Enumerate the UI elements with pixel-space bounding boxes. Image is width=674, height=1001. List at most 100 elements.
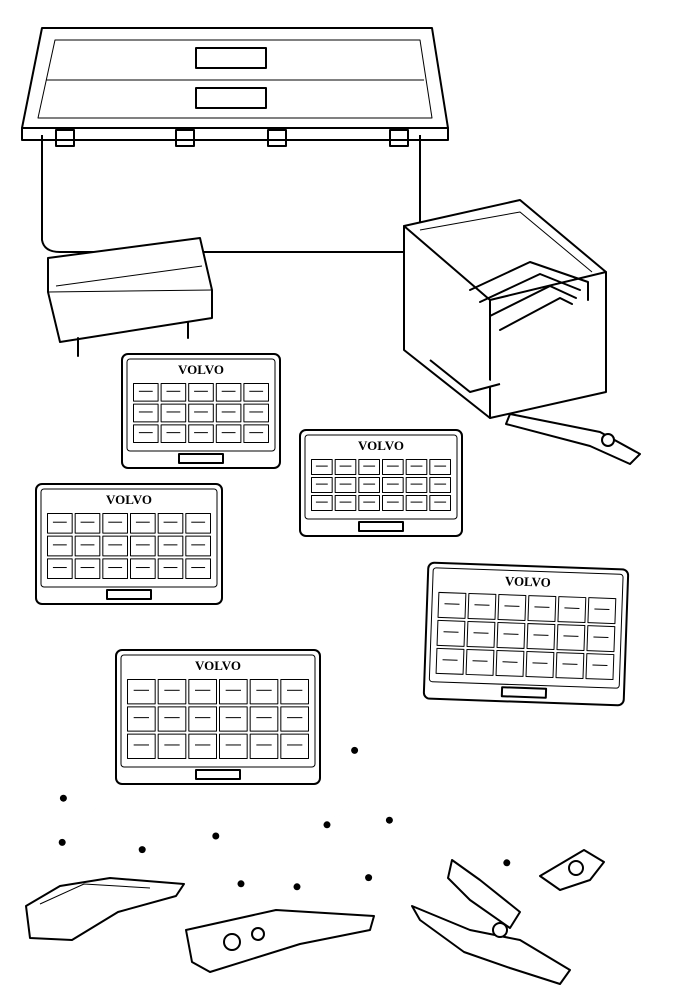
release-tool <box>44 764 106 814</box>
strip-tool <box>539 849 605 891</box>
compartment <box>160 424 187 444</box>
compartment <box>557 596 587 624</box>
compartment <box>243 383 269 402</box>
compartment <box>334 495 357 511</box>
compartment <box>133 424 159 444</box>
compartment <box>585 653 615 681</box>
release-tool <box>44 804 102 860</box>
compartment <box>188 679 217 705</box>
case-1: VOLVO <box>121 353 281 469</box>
compartment <box>185 535 211 557</box>
compartment <box>188 424 214 444</box>
brand-logo: VOLVO <box>106 492 152 507</box>
case-latch <box>500 686 548 699</box>
compartment <box>587 597 617 625</box>
compartment <box>497 594 527 621</box>
crimp-pliers-3 <box>185 909 375 973</box>
compartment <box>47 558 73 579</box>
compartment <box>219 679 248 705</box>
compartment <box>157 513 184 534</box>
case-3: VOLVO <box>35 483 223 605</box>
compartment <box>219 706 248 732</box>
compartment <box>405 495 428 511</box>
compartment <box>127 679 156 705</box>
compartment <box>382 495 404 511</box>
compartment <box>157 535 184 557</box>
compartment <box>215 403 242 423</box>
compartment <box>429 459 452 475</box>
compartment <box>160 383 187 402</box>
compartment <box>526 623 556 650</box>
brand-logo: VOLVO <box>195 658 241 673</box>
crimp-pliers-1 <box>505 413 641 465</box>
compartment <box>311 495 333 511</box>
compartment <box>429 495 452 511</box>
compartment <box>527 595 557 623</box>
compartment <box>185 558 211 579</box>
compartment <box>47 513 73 534</box>
compartment <box>466 620 496 648</box>
compartment <box>130 513 156 534</box>
compartment <box>280 706 310 732</box>
compartment <box>249 706 279 732</box>
compartment <box>556 624 586 652</box>
storage-box <box>21 27 449 253</box>
compartment <box>188 383 214 402</box>
parts-tray <box>47 237 213 357</box>
compartment <box>555 652 585 680</box>
crimp-pliers-4 <box>411 859 571 985</box>
compartment <box>185 513 211 534</box>
compartment <box>311 459 333 475</box>
compartment <box>157 679 187 705</box>
release-tools <box>44 726 548 896</box>
release-tool <box>370 786 432 836</box>
compartment <box>243 403 269 423</box>
release-tool <box>274 868 348 896</box>
release-tool <box>348 856 414 888</box>
compartment <box>74 558 101 579</box>
compartment <box>586 625 616 653</box>
compartment <box>405 459 428 475</box>
compartment <box>358 495 381 511</box>
tool-crate <box>403 199 607 419</box>
release-tool <box>218 858 292 896</box>
compartment <box>358 459 381 475</box>
compartment <box>382 477 404 493</box>
compartment <box>525 651 555 678</box>
compartment <box>188 733 217 760</box>
compartment <box>280 679 310 705</box>
compartment <box>437 591 467 619</box>
compartment <box>133 383 159 402</box>
compartment <box>249 679 279 705</box>
compartment <box>467 592 497 620</box>
compartment <box>74 535 101 557</box>
compartment <box>130 535 156 557</box>
compartment <box>495 649 525 677</box>
compartment <box>157 706 187 732</box>
compartment <box>102 558 129 579</box>
compartment <box>243 424 269 444</box>
compartment <box>157 733 187 760</box>
compartment <box>215 424 242 444</box>
compartment <box>334 477 357 493</box>
compartment <box>249 733 279 760</box>
compartment <box>358 477 381 493</box>
compartment <box>130 558 156 579</box>
case-latch <box>178 453 224 464</box>
case-latch <box>195 769 241 780</box>
release-tool <box>334 726 400 762</box>
compartment <box>188 706 217 732</box>
compartment <box>334 459 357 475</box>
compartment <box>435 647 465 675</box>
compartment <box>496 622 526 649</box>
compartment <box>133 403 159 423</box>
case-latch <box>106 589 152 600</box>
compartment <box>429 477 452 493</box>
case-latch <box>358 521 404 532</box>
compartment <box>47 535 73 557</box>
compartment <box>215 383 242 402</box>
compartment <box>127 706 156 732</box>
compartment <box>405 477 428 493</box>
crimp-pliers-2 <box>25 877 185 941</box>
compartment <box>280 733 310 760</box>
